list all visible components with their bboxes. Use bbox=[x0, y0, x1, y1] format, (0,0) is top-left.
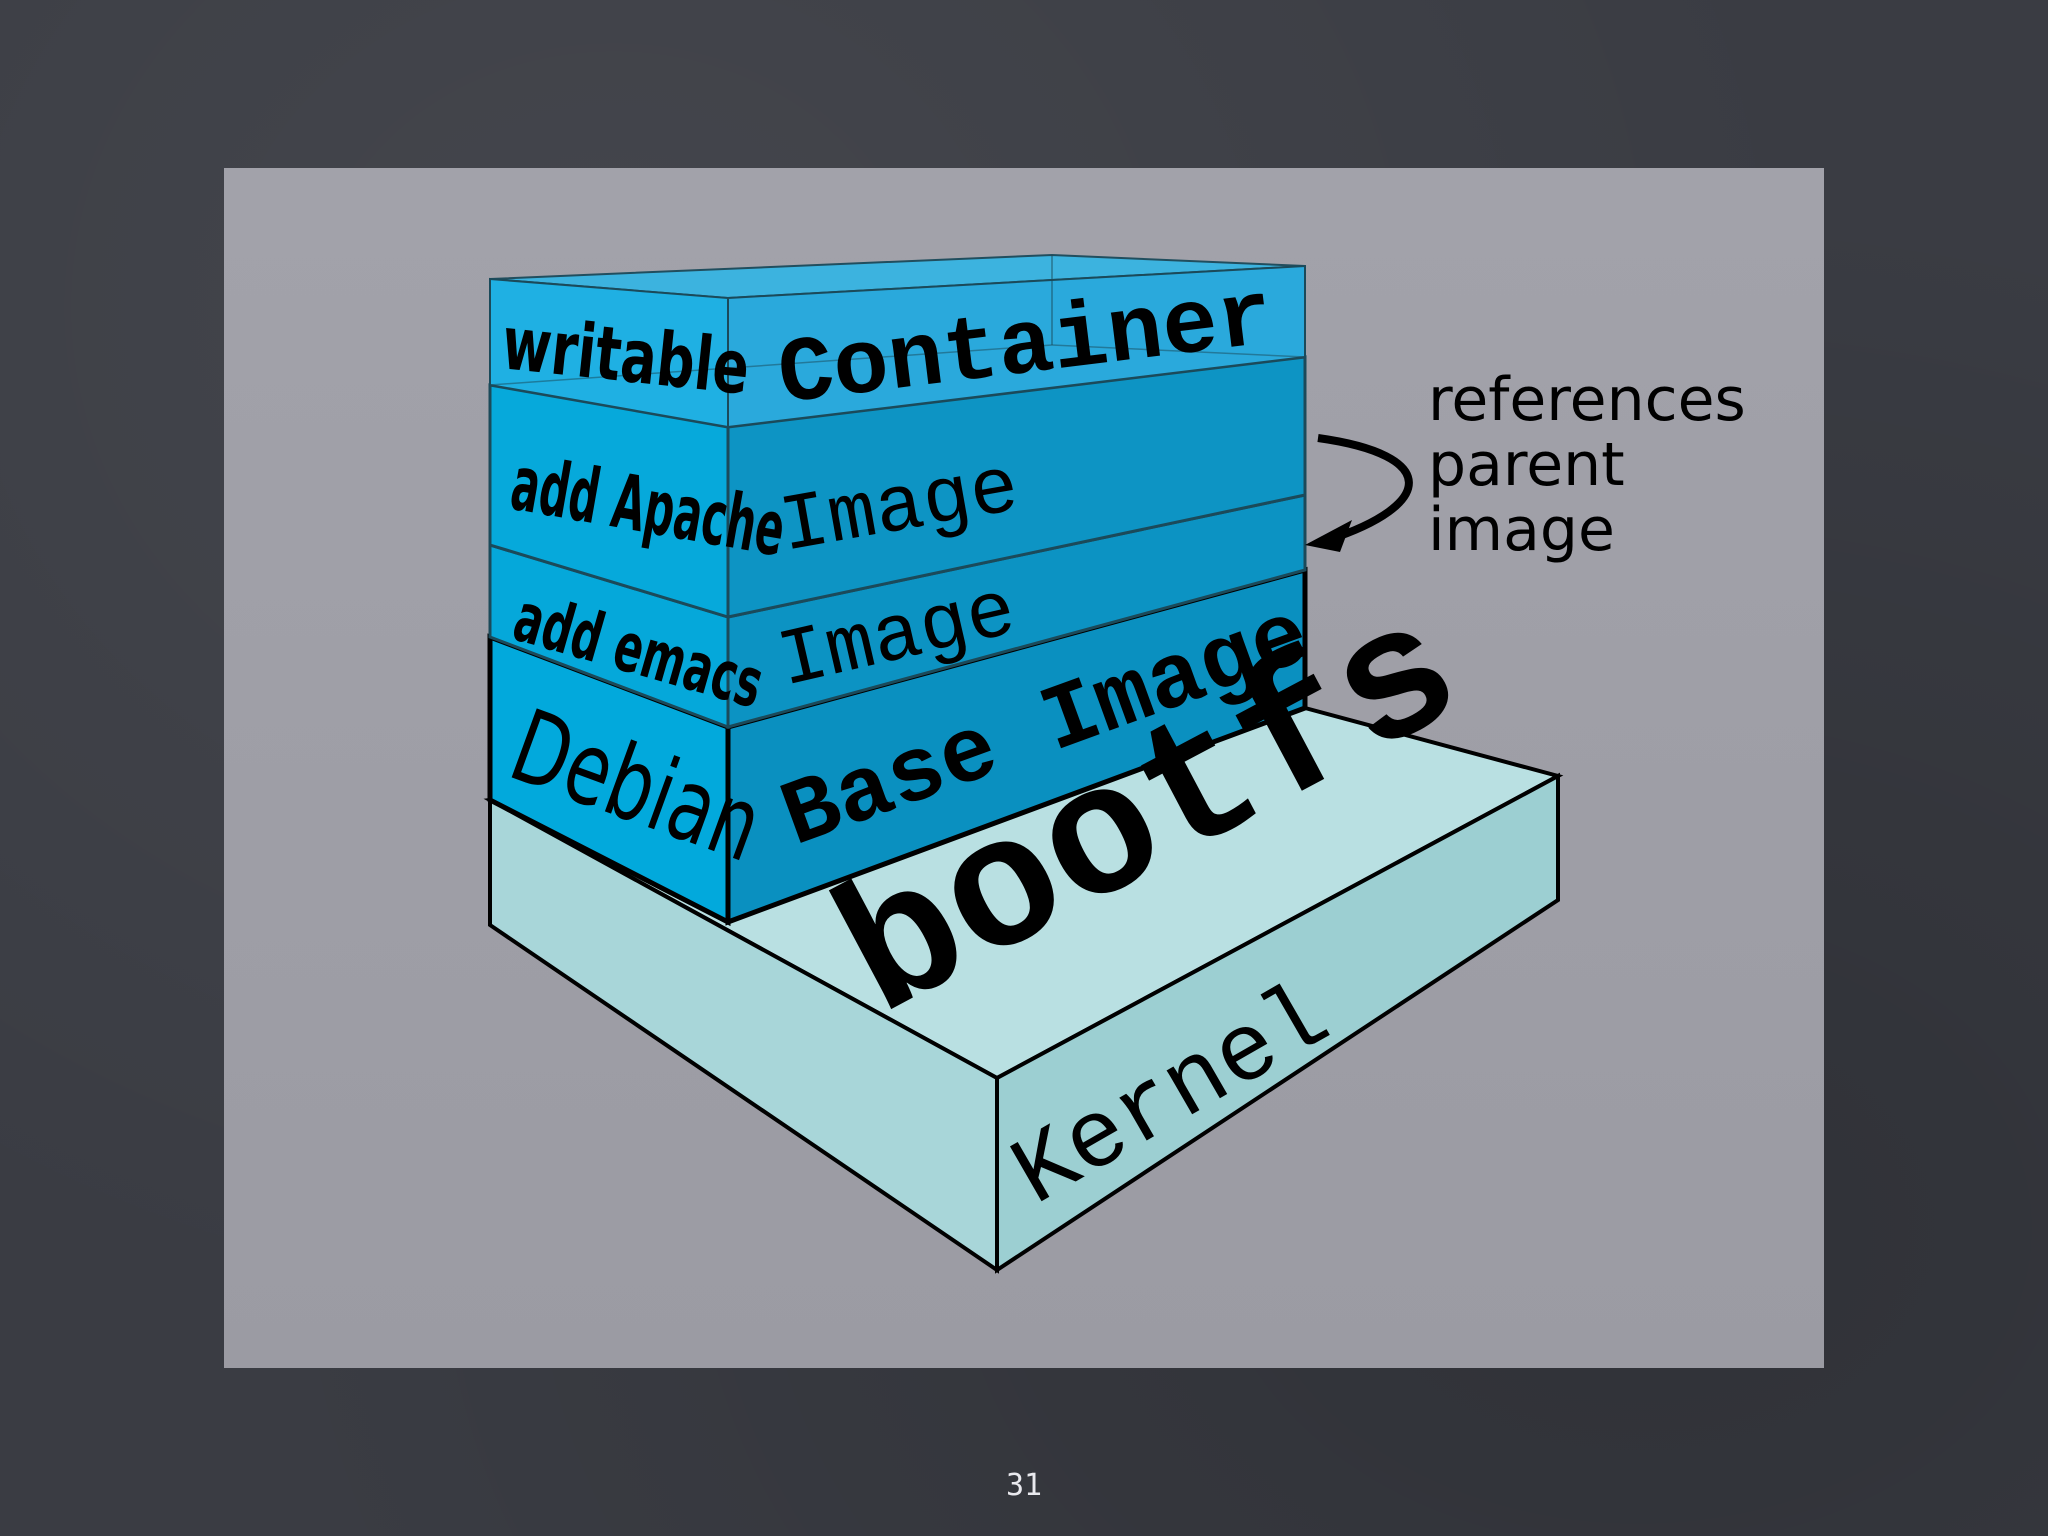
kernel-front-face bbox=[995, 772, 1560, 1274]
apache-image-layer bbox=[488, 355, 1307, 620]
container-layer bbox=[489, 253, 1306, 429]
slide-number: 31 bbox=[1005, 1468, 1043, 1503]
annotation-line-3: image bbox=[1428, 495, 1615, 565]
emacs-image-layer bbox=[488, 493, 1307, 730]
arrowhead-icon bbox=[1305, 520, 1352, 552]
annotation-line-1: references bbox=[1428, 365, 1746, 435]
curved-arrow-icon bbox=[1317, 434, 1413, 544]
container-inner-edge bbox=[489, 344, 1053, 386]
annotation-line-2: parent bbox=[1428, 430, 1625, 500]
container-inner-edge-2 bbox=[1051, 344, 1306, 358]
references-annotation: references parent image bbox=[1305, 365, 1746, 565]
